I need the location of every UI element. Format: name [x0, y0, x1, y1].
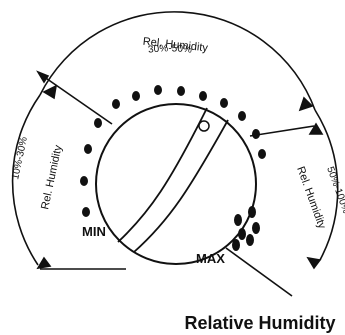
right-range-text: 50%-100%	[324, 165, 345, 215]
lower-right-leader	[225, 247, 293, 297]
outer-range-arcs	[11, 11, 339, 266]
setting-dot	[199, 91, 207, 101]
upper-left-leader	[39, 73, 113, 125]
dial-knob	[95, 103, 257, 265]
min-label: MIN	[82, 224, 106, 239]
top-range-text: 30%-50%	[147, 43, 192, 55]
lower-left-arrowhead	[36, 256, 52, 270]
setting-dot	[82, 207, 90, 217]
left-range-arc	[11, 94, 41, 266]
setting-dot	[112, 99, 120, 109]
top-range-arc	[39, 11, 316, 111]
right-range-arc	[314, 109, 339, 261]
leader-lines	[36, 70, 324, 297]
max-cluster-dot	[252, 222, 260, 234]
setting-dot	[258, 149, 266, 159]
dial-grip-line-left	[117, 107, 208, 243]
max-cluster-dot	[234, 214, 242, 226]
setting-dots	[80, 85, 266, 251]
left-range-text: 10%-30%	[10, 136, 30, 181]
lower-right-arrowhead	[306, 256, 322, 270]
setting-dot	[220, 98, 228, 108]
upper-left-arrowhead	[36, 70, 50, 84]
setting-dot	[252, 129, 260, 139]
setting-dot	[84, 144, 92, 154]
max-label: MAX	[196, 251, 225, 266]
top-right-arrowhead	[298, 96, 314, 112]
top-left-arrowhead	[42, 84, 58, 100]
diagram-caption: Relative Humidity	[184, 313, 335, 333]
max-cluster-dot	[246, 234, 254, 246]
setting-dot	[80, 176, 88, 186]
setting-dot	[132, 91, 140, 101]
setting-dot	[238, 111, 246, 121]
setting-dot	[94, 118, 102, 128]
right-humidity-text: Rel. Humidity	[294, 165, 328, 231]
setting-dot	[154, 85, 162, 95]
left-humidity-text: Rel. Humidity	[39, 144, 64, 211]
dial-grip-line-right	[133, 119, 229, 253]
right-up-arrowhead	[308, 122, 324, 135]
max-cluster-dot	[232, 239, 240, 251]
max-cluster-dot	[248, 206, 256, 218]
right-leader	[249, 125, 315, 137]
setting-dot	[177, 86, 185, 96]
max-cluster-dot	[238, 228, 246, 240]
dial-indicator-dot	[198, 120, 210, 132]
